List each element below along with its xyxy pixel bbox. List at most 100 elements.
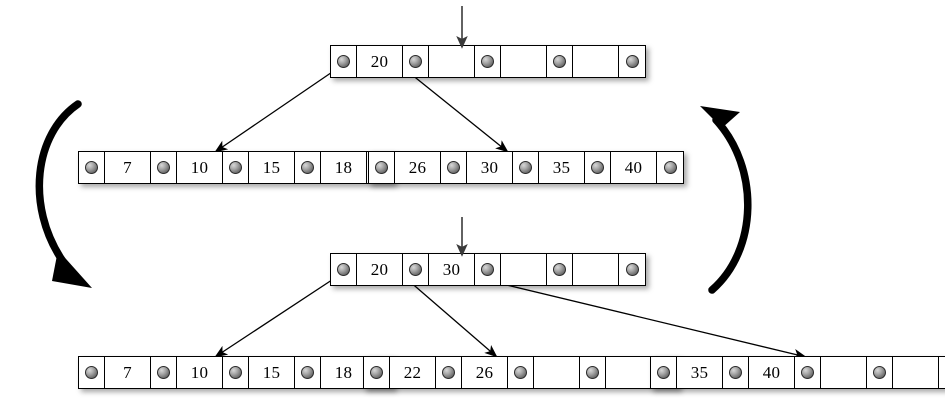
key-cell[interactable]: 20 — [357, 46, 403, 77]
pointer-cell[interactable] — [295, 152, 321, 183]
pointer-cell[interactable] — [364, 357, 390, 388]
pointer-cell[interactable] — [585, 152, 611, 183]
pointer-dot-icon — [625, 263, 639, 276]
pointer-cell[interactable] — [369, 152, 395, 183]
key-cell[interactable]: 7 — [105, 152, 151, 183]
key-cell-empty[interactable] — [501, 254, 547, 285]
pointer-cell[interactable] — [331, 254, 357, 285]
key-cell[interactable]: 35 — [677, 357, 723, 388]
pointer-cell[interactable] — [580, 357, 606, 388]
pointer-dot-icon — [157, 161, 170, 174]
key-cell-empty[interactable] — [893, 357, 939, 388]
pointer-cell[interactable] — [403, 254, 429, 285]
pointer-cell[interactable] — [657, 152, 683, 183]
pointer-cell[interactable] — [513, 152, 539, 183]
pointer-dot-icon — [447, 161, 460, 174]
pointer-dot-icon — [519, 161, 532, 174]
pointer-cell[interactable] — [441, 152, 467, 183]
pointer-cell[interactable] — [295, 357, 321, 388]
pointer-dot-icon — [157, 366, 170, 379]
key-cell-empty[interactable] — [534, 357, 580, 388]
key-cell[interactable]: 18 — [321, 152, 367, 183]
key-cell-empty[interactable] — [821, 357, 867, 388]
pointer-arrow-root2-to-left-leaf — [214, 273, 342, 358]
pointer-dot-icon — [301, 161, 314, 174]
key-cell[interactable]: 18 — [321, 357, 367, 388]
leaf-node-middle-after[interactable]: 22 26 — [363, 356, 679, 389]
pointer-dot-icon — [85, 366, 98, 379]
pointer-cell[interactable] — [723, 357, 749, 388]
pointer-cell[interactable] — [867, 357, 893, 388]
key-cell[interactable]: 15 — [249, 357, 295, 388]
pointer-dot-icon — [625, 55, 639, 68]
pointer-dot-icon — [481, 55, 494, 68]
pointer-dot-icon — [442, 366, 455, 379]
key-cell[interactable]: 10 — [177, 152, 223, 183]
pointer-cell[interactable] — [79, 357, 105, 388]
leaf-node-right-before[interactable]: 26 30 35 40 — [368, 151, 684, 184]
pointer-cell[interactable] — [795, 357, 821, 388]
pointer-dot-icon — [229, 366, 242, 379]
pointer-dot-icon — [370, 366, 383, 379]
pointer-cell[interactable] — [547, 254, 573, 285]
pointer-cell[interactable] — [436, 357, 462, 388]
leaf-node-left-before[interactable]: 7 10 15 18 — [78, 151, 394, 184]
pointer-dot-icon — [85, 161, 98, 174]
key-cell-empty[interactable] — [429, 46, 475, 77]
root-node-before[interactable]: 20 — [330, 45, 646, 78]
key-cell-empty[interactable] — [606, 357, 652, 388]
pointer-cell[interactable] — [939, 357, 945, 388]
key-cell[interactable]: 26 — [462, 357, 508, 388]
pointer-cell[interactable] — [475, 254, 501, 285]
key-cell[interactable]: 26 — [395, 152, 441, 183]
key-cell[interactable]: 7 — [105, 357, 151, 388]
key-cell-empty[interactable] — [573, 46, 619, 77]
pointer-dot-icon — [657, 366, 670, 379]
pointer-dot-icon — [586, 366, 599, 379]
leaf-node-left-after[interactable]: 7 10 15 18 — [78, 356, 394, 389]
pointer-cell[interactable] — [475, 46, 501, 77]
pointer-cell[interactable] — [508, 357, 534, 388]
key-cell[interactable]: 22 — [390, 357, 436, 388]
key-cell[interactable]: 20 — [357, 254, 403, 285]
pointer-cell[interactable] — [619, 46, 645, 77]
pointer-cell[interactable] — [223, 152, 249, 183]
pointer-cell[interactable] — [151, 357, 177, 388]
pointer-cell[interactable] — [151, 152, 177, 183]
key-cell-empty[interactable] — [501, 46, 547, 77]
key-cell[interactable]: 30 — [429, 254, 475, 285]
pointer-dot-icon — [553, 263, 566, 276]
pointer-dot-icon — [337, 263, 350, 276]
pointer-dot-icon — [481, 263, 494, 276]
pointer-dot-icon — [409, 263, 422, 276]
pointer-dot-icon — [801, 366, 814, 379]
pointer-dot-icon — [409, 55, 422, 68]
pointer-dot-icon — [591, 161, 604, 174]
pointer-cell[interactable] — [403, 46, 429, 77]
pointer-cell[interactable] — [79, 152, 105, 183]
pointer-dot-icon — [873, 366, 886, 379]
key-cell[interactable]: 30 — [467, 152, 513, 183]
pointer-arrow-root-to-left-leaf — [214, 65, 342, 153]
key-cell[interactable]: 40 — [749, 357, 795, 388]
pointer-dot-icon — [514, 366, 527, 379]
pointer-dot-icon — [663, 161, 677, 174]
key-cell[interactable]: 10 — [177, 357, 223, 388]
key-cell[interactable]: 40 — [611, 152, 657, 183]
leaf-node-right-after[interactable]: 35 40 — [650, 356, 945, 389]
pointer-dot-icon — [337, 55, 350, 68]
pointer-cell[interactable] — [651, 357, 677, 388]
pointer-arrow-root-to-right-leaf — [400, 65, 509, 153]
pointer-cell[interactable] — [223, 357, 249, 388]
pointer-cell[interactable] — [331, 46, 357, 77]
pointer-arrow-root2-to-middle-leaf — [400, 273, 498, 358]
key-cell[interactable]: 35 — [539, 152, 585, 183]
pointer-cell[interactable] — [619, 254, 645, 285]
pointer-cell[interactable] — [547, 46, 573, 77]
key-cell[interactable]: 15 — [249, 152, 295, 183]
pointer-dot-icon — [375, 161, 388, 174]
key-cell-empty[interactable] — [573, 254, 619, 285]
